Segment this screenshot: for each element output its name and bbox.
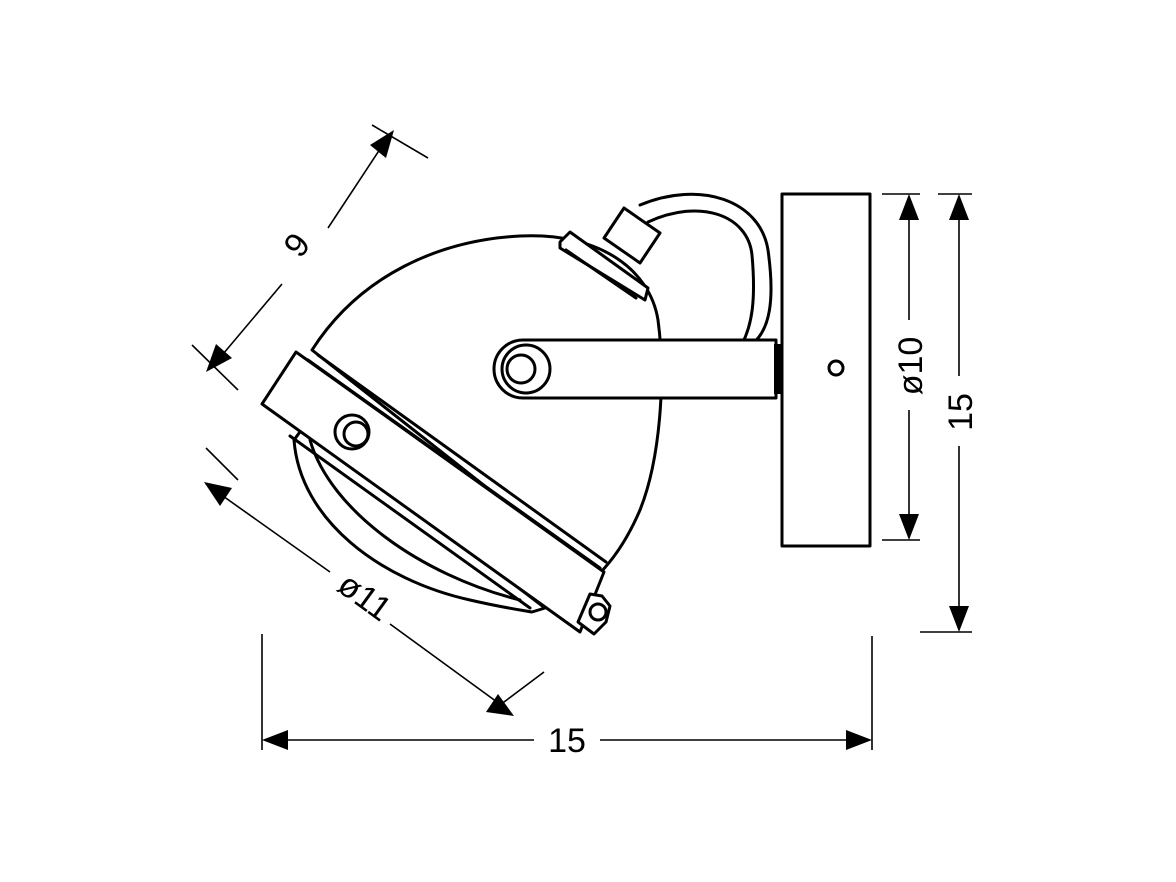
mounting-arm — [492, 338, 778, 400]
height-label: 15 — [942, 393, 980, 431]
width-label: 15 — [548, 722, 586, 760]
depth-label: 9 — [277, 226, 319, 264]
arm-pivot-screw — [500, 343, 552, 395]
wall-plate-screw — [827, 359, 845, 377]
power-cable — [638, 192, 773, 346]
shade-top-boss — [558, 230, 650, 302]
dimension-width: 15 — [261, 634, 873, 760]
wall-lamp-outline — [260, 192, 872, 636]
base-diameter-label: ø10 — [892, 337, 930, 396]
dimension-base-diameter: ø10 — [882, 193, 930, 541]
shade-dome — [310, 234, 663, 577]
shade-diameter-label: ø11 — [331, 565, 399, 629]
dimension-height: 15 — [920, 193, 980, 633]
cable-gland — [602, 206, 662, 265]
arm-joint — [774, 344, 782, 394]
wall-plate — [780, 192, 872, 548]
